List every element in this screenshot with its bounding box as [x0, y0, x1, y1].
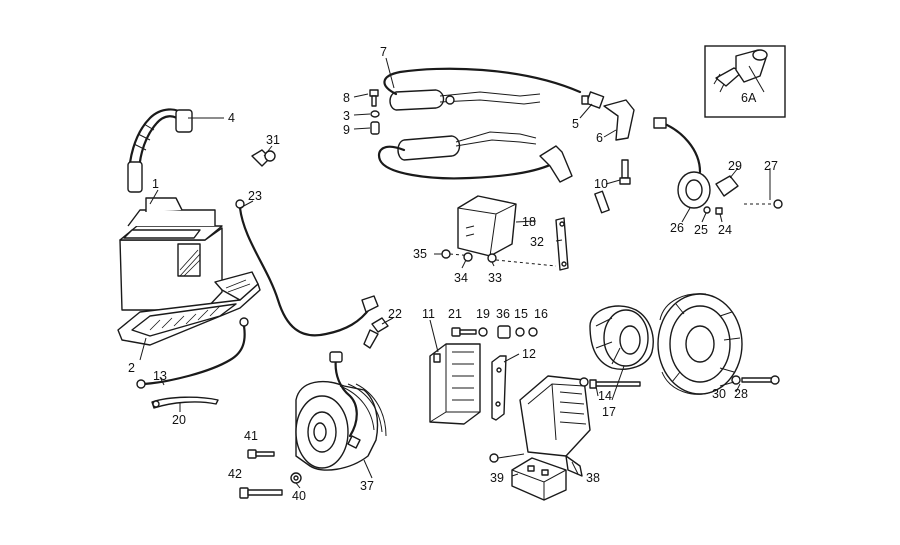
washer-3 — [370, 110, 380, 118]
fuse-strip-12 — [491, 355, 507, 421]
label-27: 27 — [764, 159, 778, 173]
stator-housing — [657, 293, 743, 395]
bolt-42 — [239, 487, 283, 499]
spark-plug-cap-lower — [539, 145, 573, 183]
rotor-17 — [589, 305, 654, 370]
label-19: 19 — [476, 307, 490, 321]
label-26: 26 — [670, 221, 684, 235]
washer-40 — [290, 472, 302, 484]
label-5: 5 — [572, 117, 579, 131]
label-14: 14 — [598, 389, 612, 403]
battery-tray — [117, 271, 261, 346]
label-32: 32 — [530, 235, 544, 249]
label-17: 17 — [602, 405, 616, 419]
ignition-coils — [377, 67, 582, 180]
label-20: 20 — [172, 413, 186, 427]
label-3: 3 — [343, 109, 350, 123]
label-7: 7 — [380, 45, 387, 59]
battery-strap — [127, 108, 193, 193]
screw-21 — [451, 327, 477, 337]
spacer-36 — [497, 325, 511, 339]
label-33: 33 — [488, 271, 502, 285]
rectifier-38 — [519, 375, 591, 477]
label-28: 28 — [734, 387, 748, 401]
label-29: 29 — [728, 159, 742, 173]
washer-19 — [478, 327, 488, 337]
label-40: 40 — [292, 489, 306, 503]
label-1: 1 — [152, 177, 159, 191]
label-10: 10 — [594, 177, 608, 191]
bolt-28 — [741, 375, 780, 385]
spacer-9 — [370, 121, 380, 135]
inset-box-6a — [704, 45, 786, 118]
label-13: 13 — [153, 369, 167, 383]
label-37: 37 — [360, 479, 374, 493]
battery — [119, 197, 223, 311]
cable-tie-20 — [151, 396, 219, 409]
label-23: 23 — [248, 189, 262, 203]
spark-plug-cap-5 — [581, 91, 605, 109]
washer-30 — [731, 375, 741, 385]
spark-plug-cap-6 — [603, 99, 635, 141]
sensor-26 — [653, 117, 711, 209]
label-24: 24 — [718, 223, 732, 237]
label-4: 4 — [228, 111, 235, 125]
label-15: 15 — [514, 307, 528, 321]
battery-cable-23 — [235, 199, 379, 337]
screw-41 — [247, 449, 275, 459]
label-9: 9 — [343, 123, 350, 137]
label-35: 35 — [413, 247, 427, 261]
label-6a: 6A — [741, 91, 757, 105]
washer-34 — [463, 252, 473, 262]
washer-25 — [703, 206, 711, 214]
nut-16 — [528, 327, 538, 337]
label-38: 38 — [586, 471, 600, 485]
terminal-22 — [363, 317, 389, 349]
label-30: 30 — [712, 387, 726, 401]
label-12: 12 — [522, 347, 536, 361]
spark-plug-10 — [594, 159, 631, 214]
fuse-block-11 — [429, 343, 481, 425]
label-21: 21 — [448, 307, 462, 321]
label-31: 31 — [266, 133, 280, 147]
connector-29 — [715, 175, 739, 197]
screw-8 — [369, 89, 379, 107]
nut-24 — [715, 207, 723, 215]
label-16: 16 — [534, 307, 548, 321]
label-11: 11 — [422, 307, 435, 321]
label-6: 6 — [596, 131, 603, 145]
connector-cover-39 — [511, 457, 567, 501]
bracket-32 — [555, 217, 569, 271]
label-42: 42 — [228, 467, 242, 481]
callout-labels: 6A 4 1 2 13 20 23 31 22 7 8 3 9 5 6 10 1… — [128, 45, 778, 503]
nut-33 — [487, 253, 557, 267]
bolt-14 — [579, 377, 641, 389]
label-41: 41 — [244, 429, 258, 443]
ground-cable-13 — [136, 317, 249, 389]
label-39: 39 — [490, 471, 504, 485]
label-34: 34 — [454, 271, 468, 285]
leader-lines — [139, 57, 771, 489]
label-2: 2 — [128, 361, 135, 375]
regulator-18 — [457, 195, 517, 257]
label-25: 25 — [694, 223, 708, 237]
alternator-37 — [295, 351, 387, 471]
screw-39-left — [489, 453, 525, 463]
label-18: 18 — [522, 215, 536, 229]
label-36: 36 — [496, 307, 510, 321]
connector-31 — [251, 149, 276, 167]
label-22: 22 — [388, 307, 402, 321]
washer-15 — [515, 327, 525, 337]
screw-27 — [744, 199, 783, 209]
label-8: 8 — [343, 91, 350, 105]
